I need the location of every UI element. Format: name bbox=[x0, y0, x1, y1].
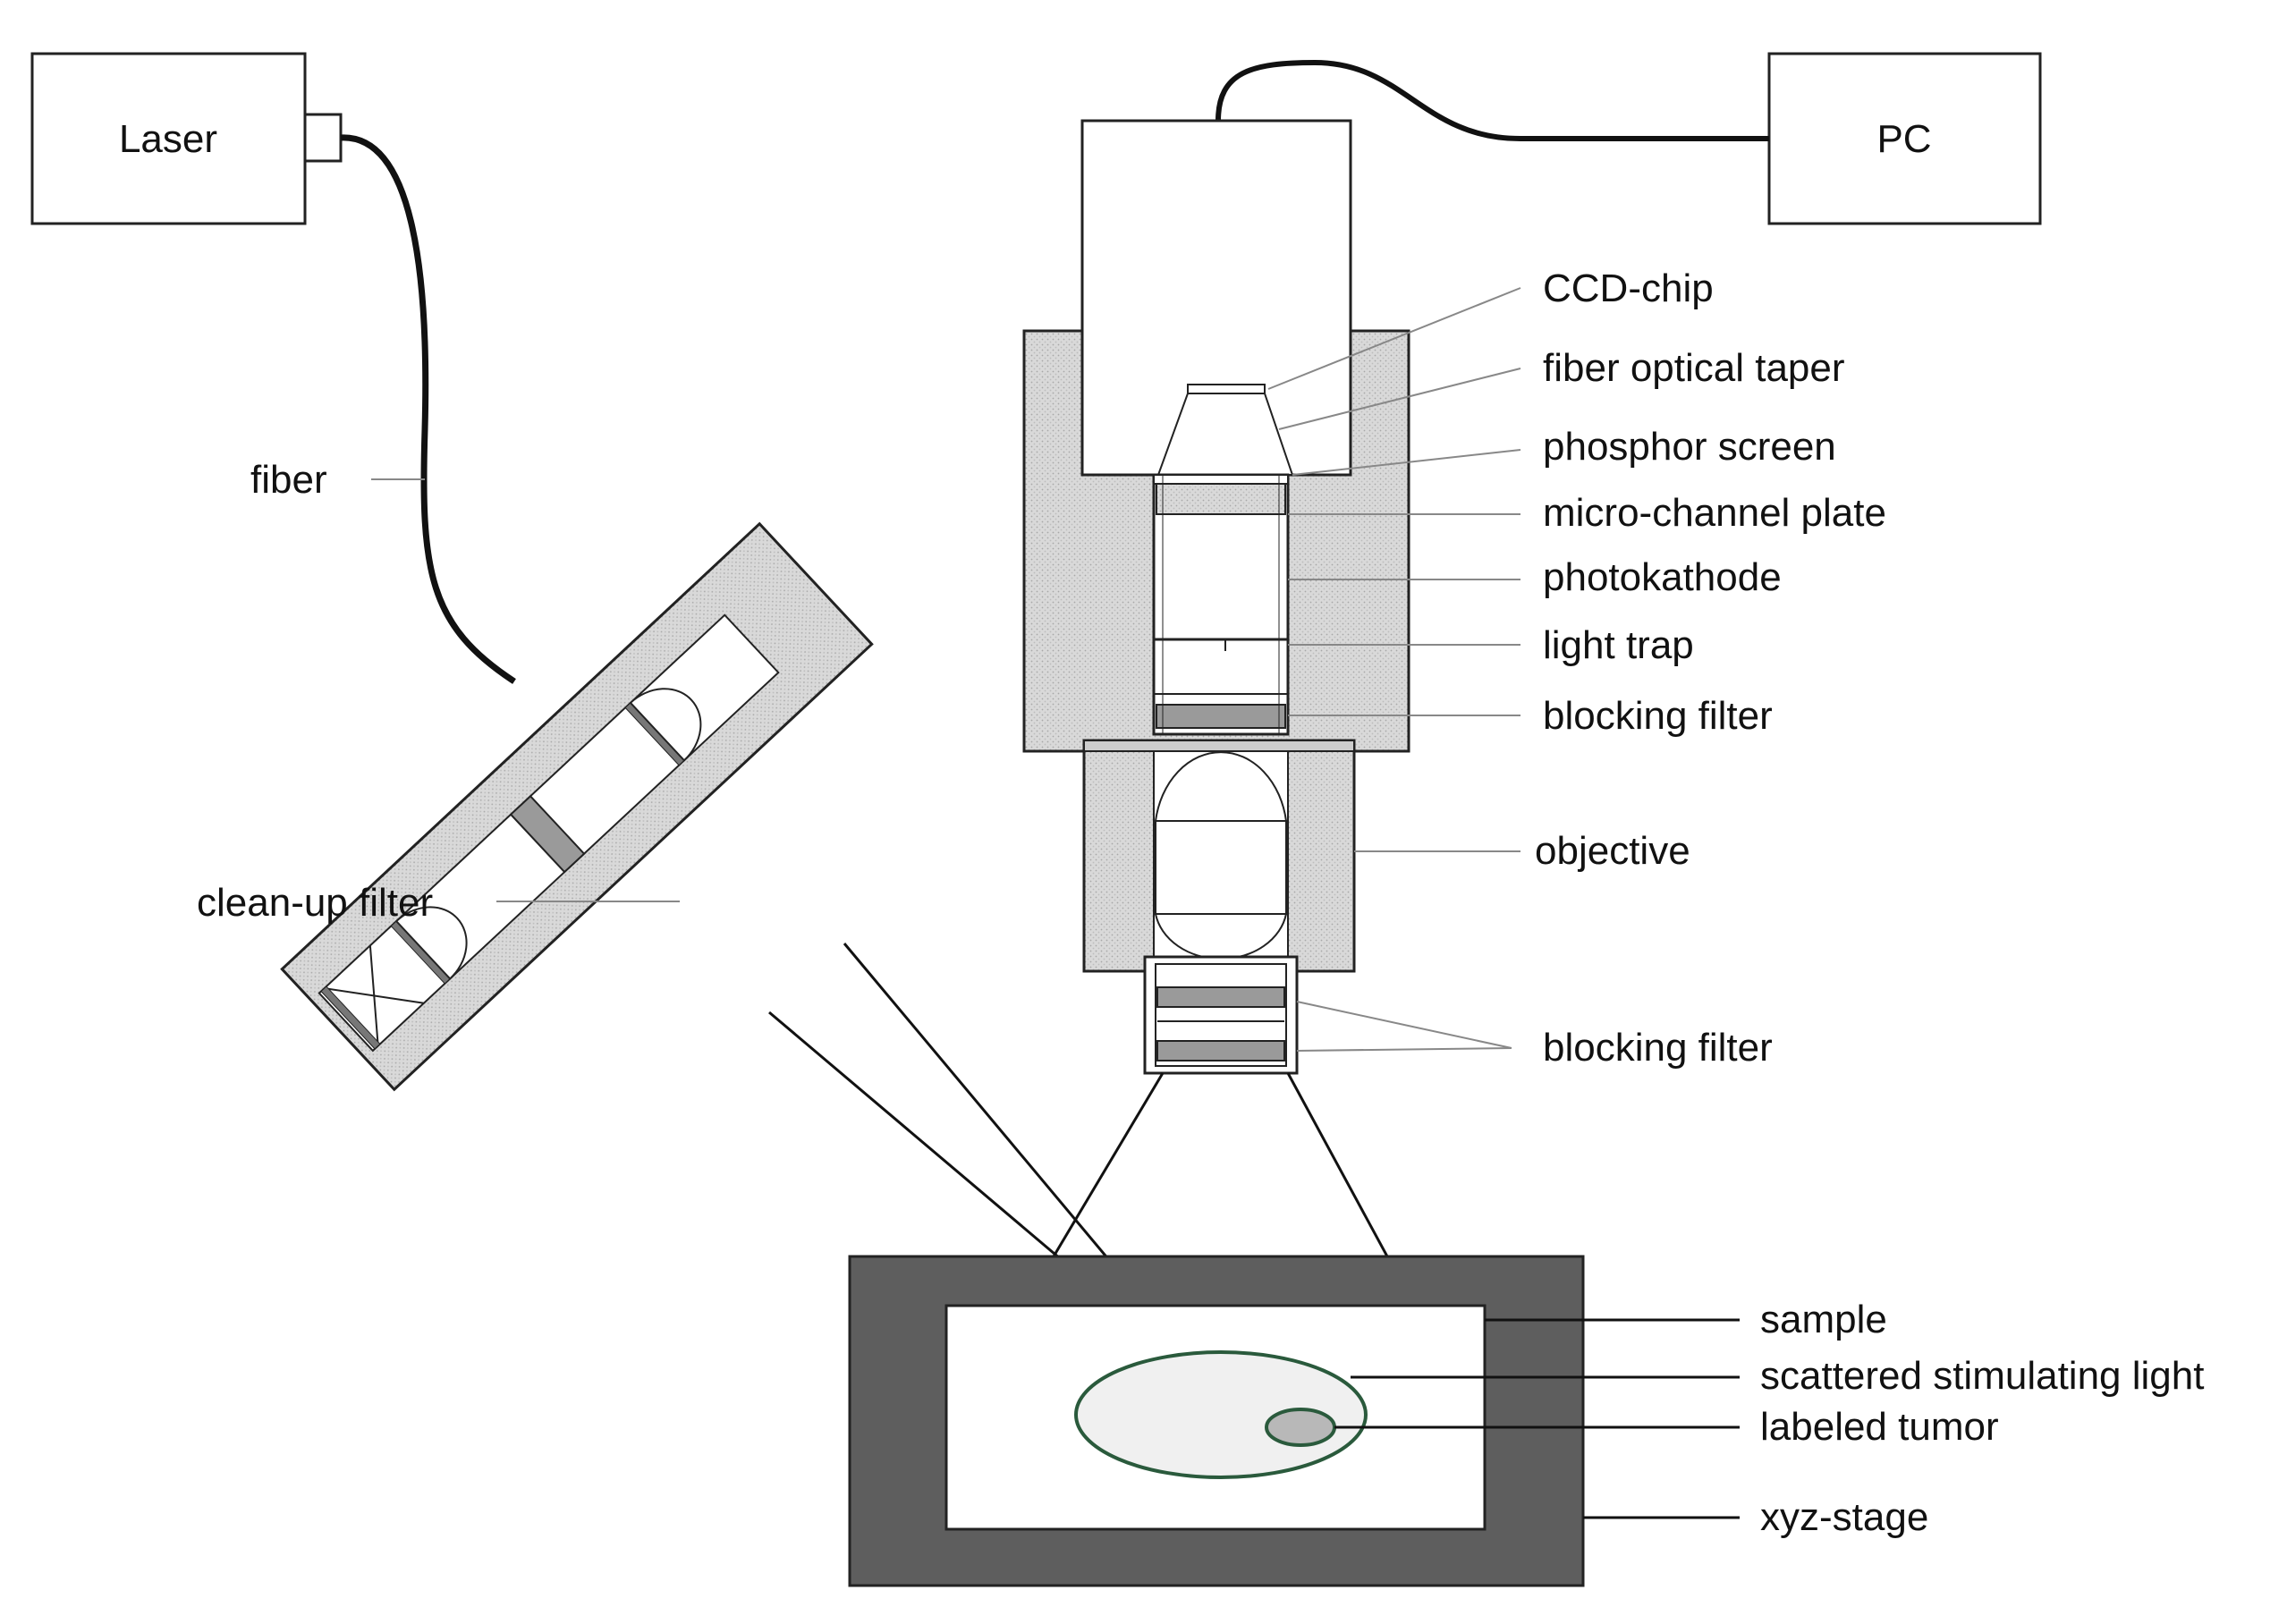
ccd-chip bbox=[1187, 384, 1266, 394]
laser-label: Laser bbox=[119, 117, 217, 161]
laser-fiber-port bbox=[303, 113, 343, 163]
laser-device: Laser bbox=[30, 52, 343, 225]
blocking-filter-upper-element bbox=[1156, 704, 1286, 729]
cleanup-filter-element bbox=[509, 794, 586, 874]
labeled-tumor-label: labeled tumor bbox=[1760, 1405, 1999, 1449]
focusing-lens bbox=[629, 688, 702, 762]
stage-leader-lines bbox=[1334, 1318, 1740, 1519]
pc-device: PC bbox=[1767, 52, 2042, 225]
collimating-lens bbox=[394, 906, 468, 980]
blocking-filter-lower-1 bbox=[1156, 986, 1285, 1008]
laser-fiber bbox=[340, 134, 516, 684]
fiber-label: fiber bbox=[250, 458, 327, 502]
blocking-filter-lower-2 bbox=[1156, 1040, 1285, 1062]
objective-label: objective bbox=[1535, 829, 1690, 873]
leader-lines bbox=[371, 287, 1521, 1052]
fiber-optical-taper-label: fiber optical taper bbox=[1543, 346, 1845, 390]
photokathode-label: photokathode bbox=[1543, 555, 1782, 599]
sample-label: sample bbox=[1760, 1298, 1887, 1341]
objective-lens-top bbox=[1154, 751, 1288, 822]
ccd-chip-label: CCD-chip bbox=[1543, 266, 1714, 310]
xyz-stage-group bbox=[848, 1255, 1585, 1587]
illumination-head bbox=[280, 521, 874, 1092]
pc-label: PC bbox=[1876, 117, 1931, 161]
scattered-light-label: scattered stimulating light bbox=[1760, 1354, 2204, 1398]
intensifier-tube bbox=[1152, 473, 1290, 736]
micro-channel-plate-label: micro-channel plate bbox=[1543, 491, 1886, 535]
labeled-tumor bbox=[1265, 1408, 1336, 1447]
pc-cable bbox=[1215, 59, 1769, 141]
objective-assembly bbox=[1082, 739, 1356, 973]
camera-assembly bbox=[1022, 119, 1410, 753]
blocking-filter-lower-label: blocking filter bbox=[1543, 1026, 1773, 1070]
blocking-filter-upper-label: blocking filter bbox=[1543, 694, 1773, 738]
phosphor-screen-label: phosphor screen bbox=[1543, 425, 1836, 469]
light-trap-label: light trap bbox=[1543, 623, 1694, 667]
micro-channel-plate-element bbox=[1156, 483, 1286, 515]
cleanup-filter-label: clean-up filter bbox=[197, 881, 433, 925]
lower-filter-holder bbox=[1143, 955, 1299, 1075]
phosphor-screen-element bbox=[1153, 474, 1289, 485]
xyz-stage-label: xyz-stage bbox=[1760, 1495, 1928, 1539]
